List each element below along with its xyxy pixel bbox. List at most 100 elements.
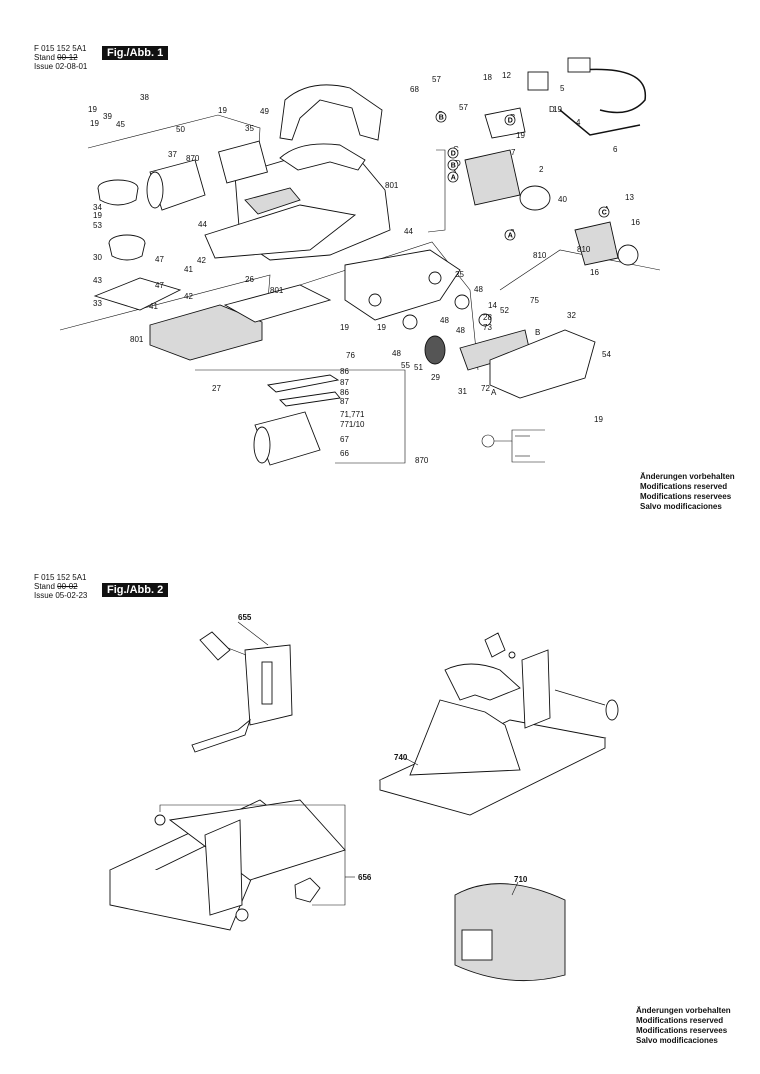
fig1-mod-fr: Modifications reservees bbox=[640, 492, 732, 501]
fig2-modifications: Änderungen vorbehalten Modifications res… bbox=[636, 1006, 731, 1046]
fig1-part-number: 72 bbox=[481, 384, 490, 393]
fig1-modifications: Änderungen vorbehalten Modifications res… bbox=[640, 472, 735, 512]
fig1-mod-en: Modifications reserved bbox=[640, 482, 728, 491]
fig1-part-number: 73 bbox=[483, 323, 492, 332]
fig1-part-number: 50 bbox=[176, 125, 185, 134]
circled-letter-text: D bbox=[451, 151, 456, 158]
fig1-part-number: 35 bbox=[245, 124, 254, 133]
fig1-part-number: 4 bbox=[576, 118, 581, 127]
fig1-code: F 015 152 5A1 bbox=[34, 44, 87, 53]
fig1-part-number: 19 bbox=[218, 106, 227, 115]
fig1-part-number: 30 bbox=[93, 253, 102, 262]
circled-letter: B bbox=[435, 111, 447, 123]
fig1-part-number: 19 bbox=[340, 323, 349, 332]
fig1-part-number: 26 bbox=[245, 275, 254, 284]
fig1-part-number: 6 bbox=[613, 145, 618, 154]
armature bbox=[574, 221, 639, 266]
fence-656 bbox=[109, 799, 346, 931]
fig2-leaders bbox=[159, 621, 519, 906]
fig1-part-number: 86 bbox=[340, 367, 349, 376]
circled-letter-text: A bbox=[508, 233, 513, 240]
fig1-part-number: 57 bbox=[459, 103, 468, 112]
circled-letter: D bbox=[447, 147, 459, 159]
fig1-title: Fig./Abb. 1 bbox=[102, 46, 169, 60]
fig1-part-number: 55 bbox=[401, 361, 410, 370]
planer-housing bbox=[204, 143, 391, 261]
fig1-part-number: 45 bbox=[116, 120, 125, 129]
fig1-stand-row: Stand 00-12 bbox=[34, 53, 87, 62]
fig1-part-number: 39 bbox=[103, 112, 112, 121]
handle-part bbox=[279, 84, 383, 141]
fig1-part-number: 47 bbox=[155, 281, 164, 290]
fig1-part-number: 52 bbox=[500, 306, 509, 315]
fig1-part-number: 43 bbox=[93, 276, 102, 285]
circled-letter-text: C bbox=[602, 210, 607, 217]
fig1-part-number: 54 bbox=[602, 350, 611, 359]
fig1-part-number: B bbox=[535, 328, 540, 337]
fig1-part-number: 87 bbox=[340, 378, 349, 387]
fig1-part-number: 48 bbox=[440, 316, 449, 325]
brush-holder bbox=[484, 107, 526, 139]
fig2-mod-en: Modifications reserved bbox=[636, 1016, 724, 1025]
fig1-part-number: 67 bbox=[340, 435, 349, 444]
fig1-part-number: 19 bbox=[90, 119, 99, 128]
fig1-part-number: 48 bbox=[456, 326, 465, 335]
shoe-801 bbox=[149, 284, 332, 361]
fig1-part-number: 42 bbox=[197, 256, 206, 265]
fig1-part-number: 71,771 bbox=[340, 410, 365, 419]
fig1-part-number: 48 bbox=[392, 349, 401, 358]
fig1-part-number: 75 bbox=[530, 296, 539, 305]
fig1-part-number: 13 bbox=[625, 193, 634, 202]
fig1-part-number: 771/10 bbox=[340, 420, 365, 429]
fig1-part-number: 16 bbox=[590, 268, 599, 277]
fig1-issue-label: Issue bbox=[34, 62, 54, 71]
circled-letter: D bbox=[504, 114, 516, 126]
circled-letter-text: B bbox=[439, 115, 444, 122]
stand-740 bbox=[378, 632, 619, 816]
fig1-part-number: 47 bbox=[155, 255, 164, 264]
fig2-stand-label: Stand bbox=[34, 582, 55, 591]
switch-part bbox=[218, 140, 268, 184]
circled-letter: A bbox=[447, 171, 459, 183]
bag-710 bbox=[454, 883, 566, 982]
fig1-part-number: 51 bbox=[414, 363, 423, 372]
fig1-part-number: 86 bbox=[340, 388, 349, 397]
fig1-part-number: A bbox=[491, 388, 497, 397]
stator bbox=[464, 149, 551, 211]
fig1-part-number: 34 bbox=[93, 203, 102, 212]
fig1-part-number: 801 bbox=[130, 335, 144, 344]
fig1-part-number: 2 bbox=[539, 165, 544, 174]
fig1-part-number: 16 bbox=[631, 218, 640, 227]
fig1-part-number: 870 bbox=[186, 154, 200, 163]
fig2-header: F 015 152 5A1 Stand 00-02 Issue 05-02-23 bbox=[34, 573, 87, 600]
fig1-part-number: 40 bbox=[558, 195, 567, 204]
wiring-diagram bbox=[481, 429, 545, 463]
fig2-part-number: 655 bbox=[238, 613, 252, 622]
cutter-block bbox=[253, 411, 321, 466]
fig1-part-number: 19 bbox=[594, 415, 603, 424]
fence-655 bbox=[191, 631, 293, 753]
depth-knob bbox=[97, 179, 146, 261]
fig1-part-number: 29 bbox=[431, 373, 440, 382]
motor-assembly bbox=[146, 159, 206, 211]
fig1-part-number: 870 bbox=[415, 456, 429, 465]
fig2-issue-label: Issue bbox=[34, 591, 54, 600]
fig1-header: F 015 152 5A1 Stand 00-12 Issue 02-08-01 bbox=[34, 44, 87, 71]
fig1-part-number: 12 bbox=[502, 71, 511, 80]
base-plate-33 bbox=[93, 277, 182, 311]
fig1-part-number: 48 bbox=[474, 285, 483, 294]
fig1-part-number: 5 bbox=[560, 84, 565, 93]
fig1-stand-label: Stand bbox=[34, 53, 55, 62]
fig2-issue-row: Issue 05-02-23 bbox=[34, 591, 87, 600]
fig1-part-number: 33 bbox=[93, 299, 102, 308]
fig1-part-number: 31 bbox=[0, 0, 9, 2]
fig1-part-number: 87 bbox=[340, 397, 349, 406]
fig1-part-number: 19 bbox=[516, 131, 525, 140]
fig1-part-number: 37 bbox=[168, 150, 177, 159]
fig2-issue-value: 05-02-23 bbox=[55, 591, 88, 600]
fig2-stand-row: Stand 00-02 bbox=[34, 582, 87, 591]
fig1-part-number: 801 bbox=[385, 181, 399, 190]
blade-set bbox=[266, 374, 341, 407]
